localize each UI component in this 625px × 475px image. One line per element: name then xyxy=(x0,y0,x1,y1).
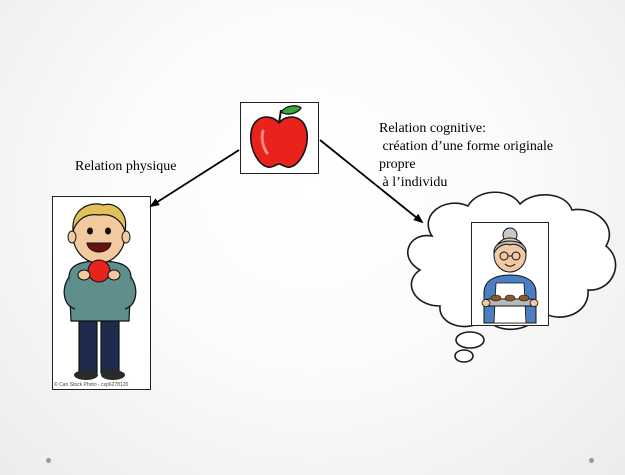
arrow-cognitive xyxy=(319,139,424,224)
apple-frame xyxy=(240,102,319,174)
grandmother-frame xyxy=(471,222,549,326)
cognitive-relation-label-line3: propre xyxy=(379,157,416,172)
boy-frame: © Can Stock Photo - csp6278120 xyxy=(52,196,151,390)
cognitive-relation-label-line1: Relation cognitive: xyxy=(379,121,486,136)
slide-corner-dot-left xyxy=(46,458,51,463)
cognitive-relation-label-line4: à l’individu xyxy=(379,175,448,190)
grandmother-baking-icon xyxy=(481,227,539,324)
apple-icon xyxy=(250,105,308,168)
arrow-physical xyxy=(149,149,240,208)
physical-relation-label: Relation physique xyxy=(75,159,177,174)
slide-corner-dot-right xyxy=(589,458,594,463)
image-credit: © Can Stock Photo - csp6278120 xyxy=(54,382,129,388)
boy-eating-apple-icon xyxy=(63,203,137,380)
cognitive-relation-label-line2: création d’une forme originale xyxy=(379,139,554,154)
